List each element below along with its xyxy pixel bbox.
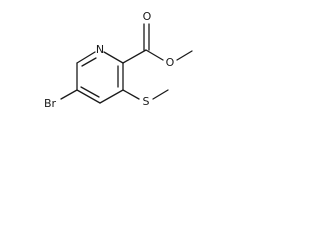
bond-c6-n-inner xyxy=(81,57,97,67)
ester-oxygen-label: O xyxy=(166,56,175,69)
pyridine-ring xyxy=(76,51,124,104)
chemical-structure-diagram: N Br O O S xyxy=(44,10,193,110)
bond-ester-oxygen-methyl xyxy=(176,50,193,61)
bond-c3-c4 xyxy=(99,89,124,104)
carbonyl-oxygen-label: O xyxy=(143,10,152,23)
bond-s-methyl xyxy=(152,89,169,100)
bond-c6-n xyxy=(76,51,96,64)
bond-n-c2 xyxy=(103,51,124,64)
bond-c3-s xyxy=(122,89,140,100)
bond-c2-carbonyl-carbon xyxy=(122,49,147,64)
bond-carbonyl-ester-oxygen xyxy=(145,49,164,61)
bond-c4-c5-inner xyxy=(80,86,100,98)
bromine-label: Br xyxy=(44,97,57,110)
bond-c5-br xyxy=(60,89,78,100)
ring-nitrogen-label: N xyxy=(96,43,104,56)
sulfur-label: S xyxy=(143,95,150,108)
bond-c4-c5 xyxy=(76,89,101,104)
